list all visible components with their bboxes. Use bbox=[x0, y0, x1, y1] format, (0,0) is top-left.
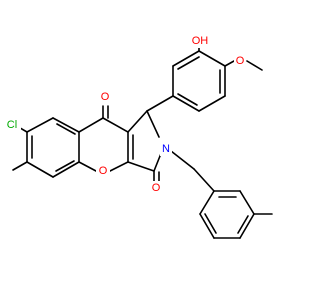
bond bbox=[146, 110, 160, 138]
bond bbox=[127, 110, 148, 133]
atom-label-layer: OH O Cl O O O N bbox=[3, 34, 246, 195]
bond-layer bbox=[12, 41, 273, 239]
bond bbox=[246, 60, 263, 71]
bond bbox=[204, 213, 217, 234]
bond bbox=[198, 95, 226, 112]
bond bbox=[26, 117, 54, 133]
bond bbox=[78, 161, 97, 172]
bond bbox=[239, 190, 255, 215]
bond bbox=[224, 60, 235, 67]
bond bbox=[172, 95, 200, 112]
bond bbox=[12, 161, 28, 171]
label-background bbox=[150, 181, 162, 195]
bond bbox=[102, 117, 129, 133]
bond bbox=[177, 56, 200, 70]
molecule-structure-diagram: OH O Cl O O O N bbox=[3, 34, 273, 239]
bond bbox=[78, 117, 104, 133]
bond bbox=[172, 50, 200, 67]
label-background bbox=[96, 164, 110, 178]
bond bbox=[170, 150, 195, 170]
bond bbox=[198, 50, 226, 67]
chromone-ring-oxygen-label: O bbox=[99, 165, 108, 177]
label-background bbox=[3, 118, 21, 132]
label-background bbox=[160, 142, 172, 156]
bond bbox=[55, 160, 75, 172]
bond bbox=[127, 161, 155, 172]
lactam-oxygen-label: O bbox=[152, 182, 161, 194]
hydroxyl-oxygen-label: OH bbox=[192, 35, 209, 47]
bond bbox=[199, 190, 215, 215]
bond bbox=[239, 213, 255, 239]
bond bbox=[237, 215, 249, 234]
bond bbox=[193, 168, 215, 192]
molecule-structure-canvas: OH O Cl O O O N bbox=[3, 34, 273, 239]
bond bbox=[146, 95, 174, 112]
chlorine-label: Cl bbox=[7, 119, 17, 131]
label-background bbox=[190, 34, 210, 48]
bond bbox=[56, 123, 76, 135]
nitrogen-label: N bbox=[162, 143, 170, 155]
bond bbox=[109, 161, 129, 172]
methoxy-oxygen-label: O bbox=[236, 55, 245, 67]
label-background bbox=[234, 54, 246, 68]
label-background bbox=[99, 90, 111, 104]
bond bbox=[26, 161, 54, 178]
bond bbox=[52, 161, 80, 178]
bond bbox=[177, 93, 198, 106]
bond bbox=[52, 117, 80, 133]
bond bbox=[199, 213, 215, 239]
chromone-ketone-oxygen-label: O bbox=[101, 91, 110, 103]
